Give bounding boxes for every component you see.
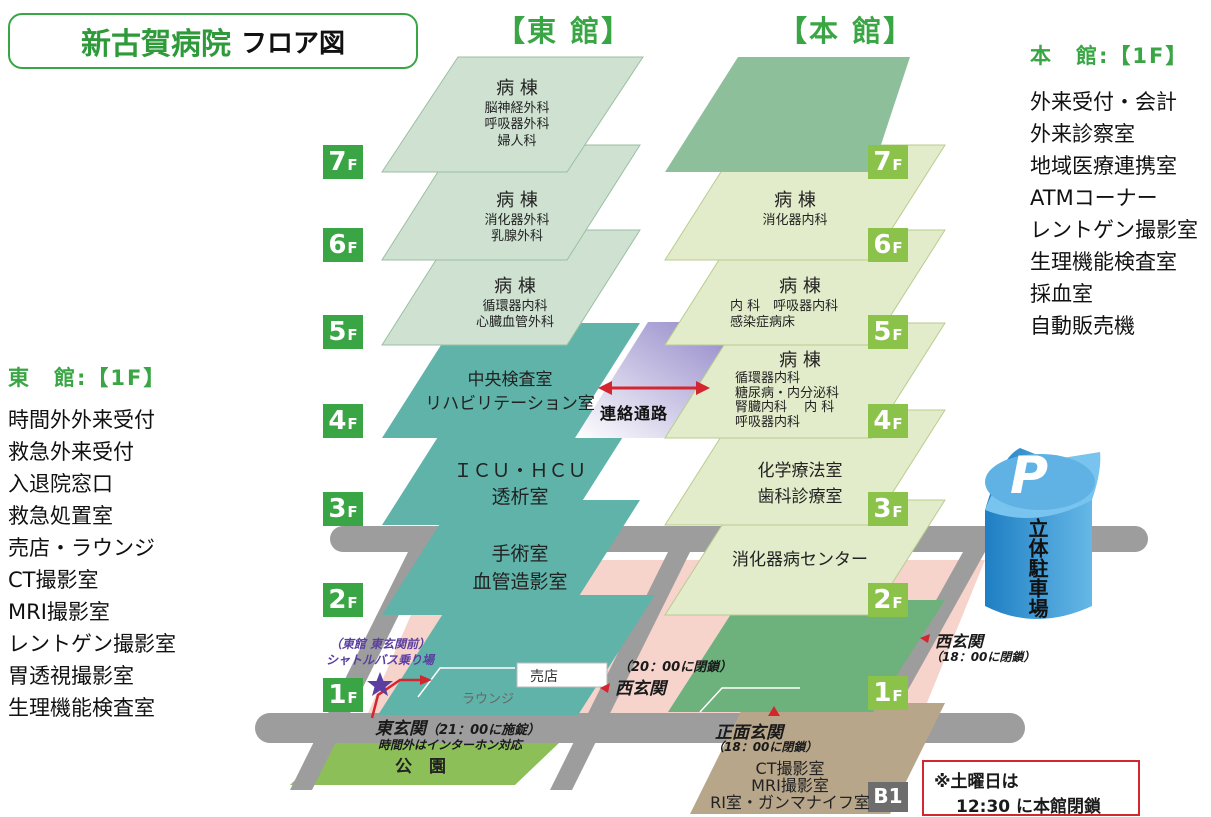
list-item: 入退院窓口: [8, 472, 113, 496]
list-item: ATMコーナー: [1030, 186, 1158, 210]
park-label: 公 園: [395, 757, 446, 777]
main-6f-label: 病 棟 消化器内科: [762, 190, 828, 229]
parking-letter: P: [1010, 446, 1049, 506]
east-4f-label: 中央検査室 リハビリテーション室: [425, 370, 595, 414]
connector-arrow: [598, 381, 710, 395]
main-7f-floor: [665, 57, 910, 172]
list-item: レントゲン撮影室: [1030, 218, 1198, 242]
west-gate-east-marker: [600, 683, 610, 693]
list-item: 救急処置室: [8, 504, 113, 528]
road-diag-2: [550, 552, 690, 790]
list-item: 生理機能検査室: [8, 696, 155, 720]
west-gate-main-label: 西玄関: [935, 632, 984, 651]
main-5f-label: 病 棟 内 科 呼吸器内科 感染症病床: [730, 276, 839, 331]
title-box: 新古賀病院 フロア図: [8, 13, 418, 69]
park-area: [290, 742, 560, 785]
list-item: 外来受付・会計: [1030, 90, 1177, 114]
main-3f-label: 化学療法室 歯科診療室: [757, 461, 843, 507]
east-6f-floor: [381, 144, 641, 261]
list-item: 外来診察室: [1030, 122, 1135, 146]
east-entrance-arrow: [420, 675, 432, 685]
list-item: 採血室: [1030, 282, 1093, 306]
list-item: 時間外外来受付: [8, 408, 155, 432]
west-gate-main-note: （18：00に閉鎖）: [930, 650, 1036, 664]
east-7f-label: 病 棟 脳神経外科 呼吸器外科 婦人科: [484, 78, 550, 149]
parking-label: 立体駐車場: [1025, 518, 1049, 618]
west-gate-main-marker: [920, 634, 930, 643]
shop-label: 売店: [530, 669, 558, 685]
east-gate-label: 東玄関（21：00に施錠）: [375, 719, 541, 739]
east-3f-label: ＩＣＵ・ＨＣＵ 透析室: [453, 460, 587, 508]
b1-label: CT撮影室 MRI撮影室 RI室・ガンマナイフ室: [710, 759, 870, 812]
front-gate-label: 正面玄関: [715, 723, 783, 743]
east-gate-after-hours-note: 時間外はインターホン対応: [378, 738, 523, 752]
east-1f-list: 時間外外来受付 救急外来受付 入退院窓口 救急処置室 売店・ラウンジ CT撮影室…: [8, 404, 176, 724]
connector-label: 連絡通路: [600, 404, 669, 423]
shuttle-bus-stop-label: （東館 東玄関前） シャトルバス乗り場: [325, 637, 434, 667]
main-1f-heading: 本 館:【1F】: [1030, 44, 1189, 68]
main-2f-label: 消化器病センター: [732, 550, 868, 570]
parking-structure-icon: [985, 448, 1101, 619]
east-2f-floor: [382, 500, 640, 615]
lounge-label: ラウンジ: [462, 692, 515, 707]
list-item: 生理機能検査室: [1030, 250, 1177, 274]
shop-box: [516, 662, 608, 688]
main-building-heading: 【本 館】: [778, 14, 915, 48]
list-item: 胃透視撮影室: [8, 664, 134, 688]
east-1f-heading: 東 館:【1F】: [8, 366, 167, 390]
hospital-name: 新古賀病院: [80, 27, 231, 62]
main-4f-label: 病 棟 循環器内科 糖尿病・内分泌科 腎臓内科 内 科 呼吸器内科: [735, 350, 840, 431]
front-gate-marker: [768, 706, 780, 716]
lounge-outline: [417, 667, 515, 698]
east-7f-floor: [381, 56, 644, 173]
east-3f-floor: [382, 410, 640, 525]
east-building-heading: 【東 館】: [496, 14, 633, 48]
east-6f-label: 病 棟 消化器外科 乳腺外科: [484, 190, 550, 245]
list-item: 自動販売機: [1030, 314, 1135, 338]
list-item: レントゲン撮影室: [8, 632, 176, 656]
shuttle-bus-star-icon: [367, 672, 393, 696]
list-item: 救急外来受付: [8, 440, 134, 464]
list-item: CT撮影室: [8, 568, 99, 592]
main-1f-list: 外来受付・会計 外来診察室 地域医療連携室 ATMコーナー レントゲン撮影室 生…: [1030, 86, 1198, 342]
saturday-notice: ※土曜日は 12:30 に本館閉鎖: [922, 760, 1140, 817]
east-5f-label: 病 棟 循環器内科 心臓血管外科: [475, 276, 554, 331]
list-item: 地域医療連携室: [1030, 154, 1177, 178]
west-gate-east-label: 西玄関: [615, 679, 666, 699]
b1-badge: B1: [868, 782, 908, 812]
list-item: MRI撮影室: [8, 600, 110, 624]
list-item: 売店・ラウンジ: [8, 536, 155, 560]
west-gate-east-note: （20：00に閉鎖）: [618, 660, 733, 675]
main-entrance-outline: [699, 687, 800, 713]
front-gate-note: （18：00に閉鎖）: [712, 740, 818, 754]
east-entrance-path: [370, 678, 420, 719]
east-2f-label: 手術室 血管造影室: [472, 543, 568, 593]
east-4f-floor: [382, 323, 640, 438]
map-title: フロア図: [240, 28, 345, 59]
